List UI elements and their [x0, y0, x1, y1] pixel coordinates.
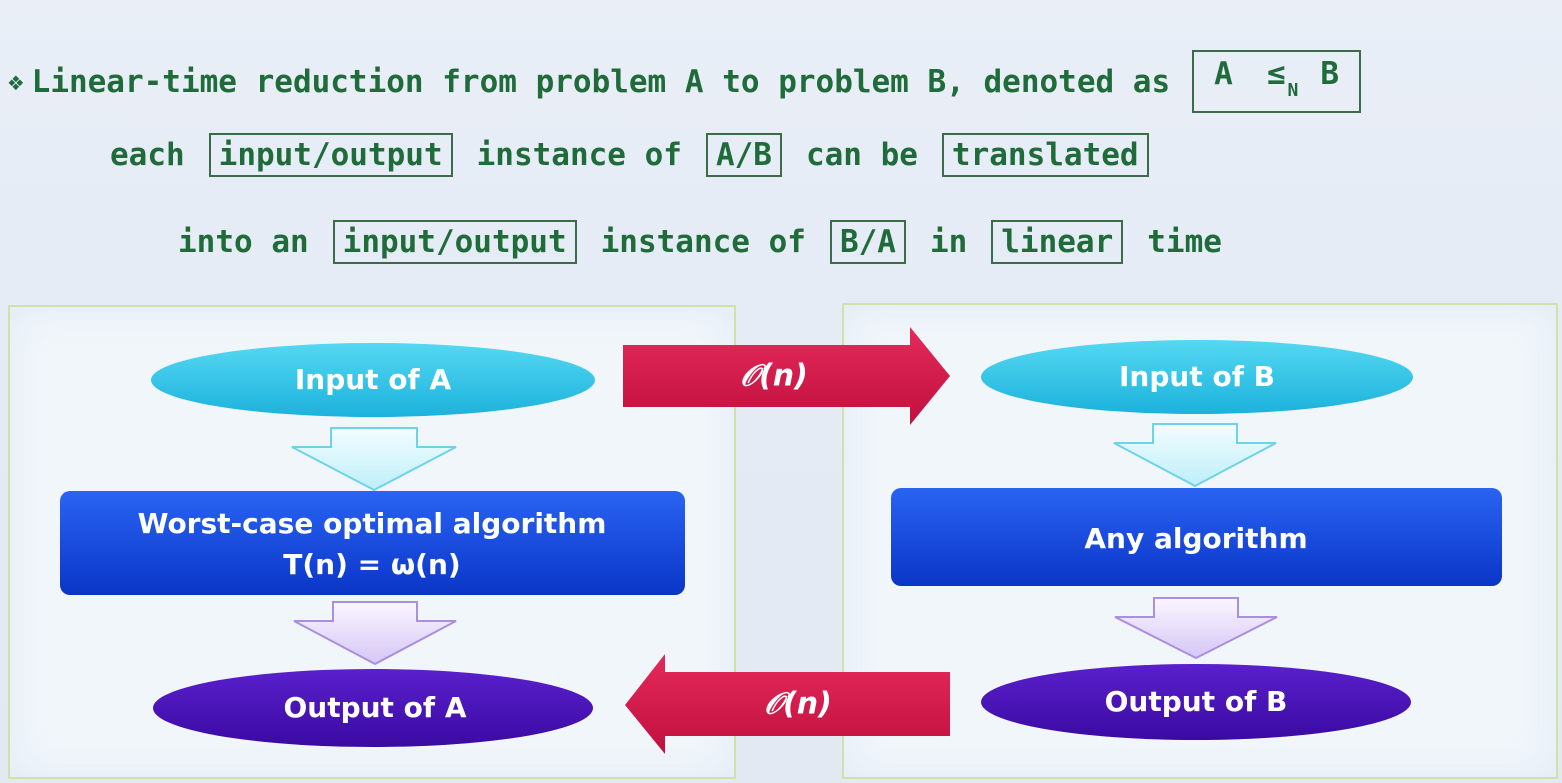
algorithm-left-line2: T(n) = ω(n) — [283, 548, 460, 581]
line2-box-ab: A/B — [705, 133, 782, 177]
diamond-bullet-icon: ❖ — [8, 66, 24, 97]
down-arrow-cyan-left-icon — [291, 427, 457, 492]
notation-left: A — [1214, 55, 1233, 92]
line3-text-3: in — [929, 224, 968, 260]
algorithm-left-line1: Worst-case optimal algorithm — [138, 507, 607, 540]
notation-right: B — [1320, 55, 1339, 92]
line3-text-1: into an — [178, 224, 309, 260]
worst-case-algorithm-box — [60, 491, 685, 595]
input-a-label: Input of A — [295, 363, 452, 396]
algorithm-right-label: Any algorithm — [1084, 522, 1307, 555]
down-arrow-cyan-right-icon — [1113, 423, 1277, 488]
output-a-label: Output of A — [283, 691, 466, 724]
line3-box-io: input/output — [332, 220, 577, 264]
right-red-arrow-icon — [623, 327, 950, 425]
output-b-ellipse — [981, 664, 1411, 740]
notation-symbol: ≤ — [1266, 55, 1286, 92]
bottom-arrow-label: 𝒪(n) — [764, 687, 832, 722]
top-arrow-label: 𝒪(n) — [740, 359, 808, 394]
line2-text-2: instance of — [476, 137, 682, 173]
line2-box-io: input/output — [208, 133, 453, 177]
output-b-label: Output of B — [1105, 685, 1288, 718]
input-a-ellipse — [151, 343, 595, 417]
output-a-ellipse — [153, 669, 593, 747]
any-algorithm-box — [891, 488, 1502, 586]
down-arrow-lilac-left-icon — [293, 601, 457, 666]
line3-box-linear: linear — [991, 220, 1124, 264]
down-arrow-lilac-right-icon — [1114, 597, 1278, 660]
line3-text-4: time — [1147, 224, 1222, 260]
line3-text-2: instance of — [600, 224, 806, 260]
header-line-2: each input/output instance of A/B can be tran… — [110, 133, 1149, 177]
line2-box-translated: translated — [941, 133, 1149, 177]
input-b-label: Input of B — [1119, 360, 1275, 393]
line2-text-1: each — [110, 137, 185, 173]
definition-text: Linear-time reduction from problem A to … — [31, 63, 1171, 100]
notation-subscript: N — [1287, 80, 1299, 101]
line3-box-ba: B/A — [829, 220, 906, 264]
line2-text-3: can be — [805, 137, 918, 173]
header-line-1: ❖Linear-time reduction from problem A to… — [8, 50, 1361, 113]
left-red-arrow-icon — [625, 654, 950, 754]
input-b-ellipse — [981, 340, 1413, 414]
